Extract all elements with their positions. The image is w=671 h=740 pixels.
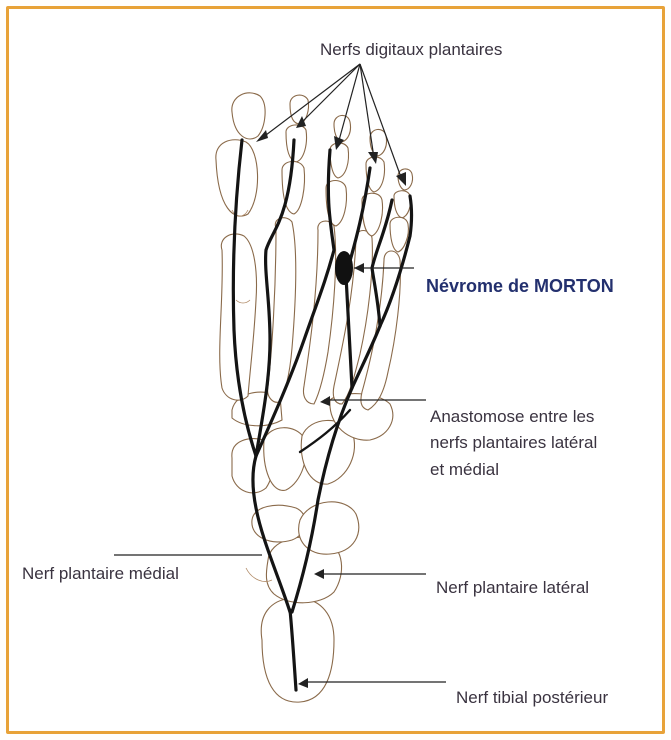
label-lateral-plantar-nerve: Nerf plantaire latéral — [436, 578, 589, 598]
arrowhead-anastomose — [320, 396, 330, 406]
label-anastomose-line-3: et médial — [430, 457, 597, 483]
label-digital-nerves: Nerfs digitaux plantaires — [320, 40, 502, 60]
cuboid-bone — [299, 502, 359, 554]
toe-2-middle-bone — [286, 125, 307, 162]
label-anastomose-line-2: nerfs plantaires latéral — [430, 430, 597, 456]
toe-3-middle-bone — [330, 143, 349, 178]
label-morton-neuroma: Névrome de MORTON — [426, 276, 614, 298]
metatarsal-3-bone — [303, 221, 335, 404]
toe-5-middle-bone — [394, 191, 411, 218]
morton-neuroma — [335, 251, 353, 285]
hallux-distal-phalanx-bone — [232, 93, 265, 139]
leader-digital-4 — [360, 64, 374, 158]
foot-bones — [216, 93, 413, 702]
calcaneus-bone — [261, 598, 334, 702]
cuneiform-intermediate-bone — [264, 428, 306, 491]
label-tibial-nerve: Nerf tibial postérieur — [456, 688, 608, 708]
leader-digital-2 — [300, 64, 360, 124]
label-anastomose-line-1: Anastomose entre les — [430, 404, 597, 430]
label-medial-plantar-nerve: Nerf plantaire médial — [22, 564, 179, 584]
label-anastomose: Anastomose entre les nerfs plantaires la… — [430, 404, 597, 483]
